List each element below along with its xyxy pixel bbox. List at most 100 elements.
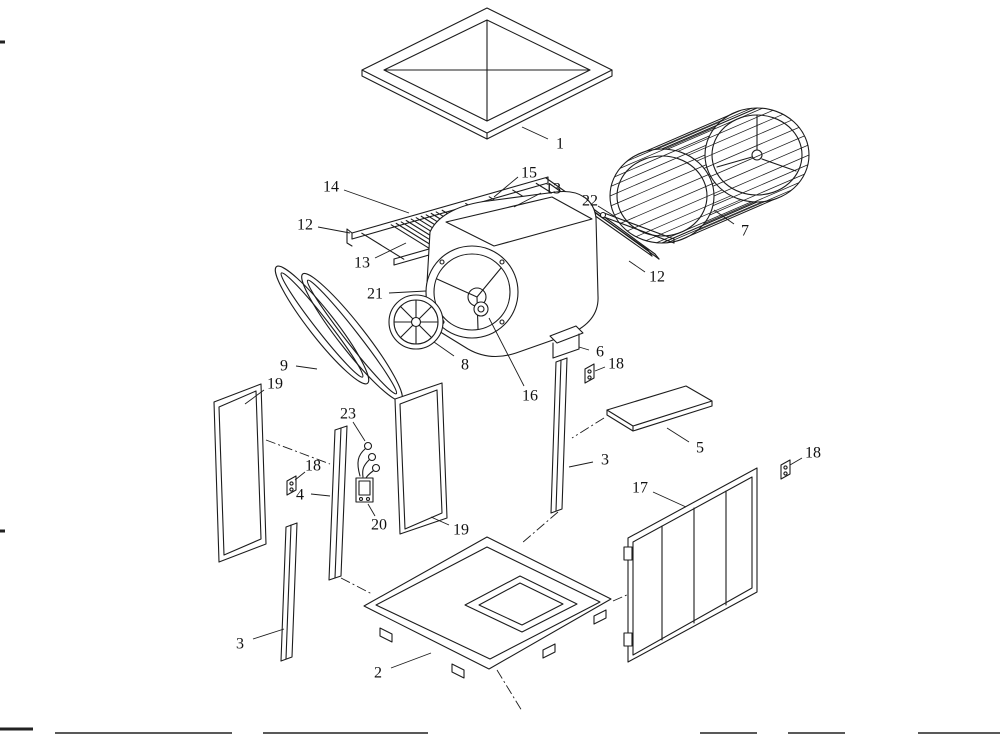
part-label-19: 19 bbox=[453, 522, 469, 539]
diagram-line bbox=[244, 389, 265, 405]
diagram-shape bbox=[476, 267, 502, 298]
hinge-bracket bbox=[584, 363, 595, 384]
diagram-shape bbox=[499, 319, 505, 325]
diagram-shape bbox=[783, 471, 788, 476]
diagram-line bbox=[666, 427, 690, 443]
diagram-shape bbox=[358, 480, 371, 496]
diagram-line bbox=[488, 317, 525, 387]
diagram-shape bbox=[555, 359, 562, 512]
diagram-shape bbox=[761, 158, 797, 172]
diagram-line bbox=[295, 365, 318, 370]
diagram-shape bbox=[606, 400, 713, 432]
diagram-shape bbox=[593, 609, 607, 625]
part-label-4: 4 bbox=[296, 487, 304, 504]
diagram-shape bbox=[280, 272, 364, 378]
diagram-shape bbox=[521, 511, 559, 544]
diagram-shape bbox=[340, 577, 373, 595]
corner-post-front bbox=[328, 425, 348, 581]
diagram-shape bbox=[654, 253, 660, 260]
diagram-line bbox=[713, 154, 810, 197]
diagram-line bbox=[645, 199, 742, 242]
diagram-shape bbox=[571, 417, 605, 439]
side-panel-center bbox=[394, 382, 448, 535]
diagram-shape bbox=[365, 470, 374, 479]
diagram-line bbox=[703, 126, 800, 169]
diagram-shape bbox=[355, 477, 374, 503]
diagram-line bbox=[374, 242, 407, 259]
diagram-line bbox=[609, 154, 706, 197]
diagram-shape bbox=[542, 643, 556, 659]
diagram-shape bbox=[716, 156, 753, 168]
base-pan bbox=[363, 536, 612, 679]
corner-post-left bbox=[280, 522, 298, 662]
diagram-line bbox=[703, 182, 800, 225]
diagram-line bbox=[367, 503, 376, 517]
part-label-18: 18 bbox=[305, 458, 321, 475]
diagram-line bbox=[712, 144, 809, 187]
diagram-shape bbox=[632, 476, 753, 656]
blower-wheel bbox=[609, 107, 810, 244]
diagram-shape bbox=[371, 463, 381, 473]
diagram-shape bbox=[351, 176, 549, 234]
diagram-shape bbox=[609, 148, 715, 244]
diagram-shape bbox=[213, 383, 267, 563]
diagram-line bbox=[667, 107, 763, 150]
diagram-line bbox=[626, 119, 723, 162]
diagram-line bbox=[252, 628, 285, 640]
diagram-line bbox=[352, 421, 366, 442]
diagram-shape bbox=[358, 496, 364, 502]
diagram-shape bbox=[587, 375, 592, 380]
diagram-shape bbox=[623, 632, 633, 647]
diagram-line bbox=[628, 260, 646, 273]
diagram-shape bbox=[477, 305, 485, 313]
part-label-19: 19 bbox=[267, 376, 283, 393]
diagram-line bbox=[578, 346, 590, 351]
diagram-shape bbox=[439, 259, 445, 265]
switch-box bbox=[355, 477, 374, 503]
diagram-shape bbox=[346, 228, 353, 247]
diagram-shape bbox=[306, 279, 398, 395]
diagram-shape bbox=[606, 385, 713, 427]
diagram-shape bbox=[451, 663, 465, 679]
diagram-shape bbox=[394, 382, 448, 535]
diagram-line bbox=[619, 182, 716, 225]
diagram-line bbox=[713, 209, 735, 225]
diagram-shape bbox=[289, 487, 294, 492]
part-label-18: 18 bbox=[608, 356, 624, 373]
diagram-line bbox=[568, 461, 594, 468]
diagram-shape bbox=[464, 575, 578, 633]
diagram-line bbox=[594, 366, 606, 372]
wiring-harness bbox=[357, 441, 381, 479]
part-label-15: 15 bbox=[521, 165, 537, 182]
diagram-shape bbox=[587, 204, 656, 255]
diagram-shape bbox=[362, 459, 370, 478]
diagram-shape bbox=[499, 259, 505, 265]
diagram-shape bbox=[612, 593, 630, 602]
part-label-5: 5 bbox=[696, 440, 704, 457]
diagram-line bbox=[696, 119, 793, 162]
part-label-17: 17 bbox=[632, 480, 648, 497]
diagram-line bbox=[709, 135, 805, 178]
diagram-line bbox=[677, 199, 774, 242]
diagram-shape bbox=[591, 209, 660, 260]
diagram-line bbox=[390, 652, 432, 669]
diagram-line bbox=[361, 232, 405, 260]
diagram-line bbox=[597, 205, 615, 217]
diagram-shape bbox=[661, 107, 758, 150]
drive-pulley bbox=[388, 294, 444, 350]
diagram-line bbox=[610, 164, 707, 207]
diagram-line bbox=[493, 176, 519, 198]
part-label-6: 6 bbox=[596, 344, 604, 361]
part-label-12: 12 bbox=[297, 217, 313, 234]
part-label-7: 7 bbox=[741, 223, 749, 240]
diagram-shape bbox=[379, 627, 393, 643]
diagram-shape bbox=[661, 201, 758, 244]
part-label-14: 14 bbox=[323, 179, 339, 196]
diagram-shape bbox=[433, 253, 511, 331]
diagram-shape bbox=[410, 316, 422, 328]
diagram-shape bbox=[218, 390, 262, 556]
diagram-shape bbox=[623, 546, 633, 561]
diagram-shape bbox=[357, 448, 366, 477]
part-label-16: 16 bbox=[522, 388, 538, 405]
diagram-line bbox=[390, 224, 434, 252]
